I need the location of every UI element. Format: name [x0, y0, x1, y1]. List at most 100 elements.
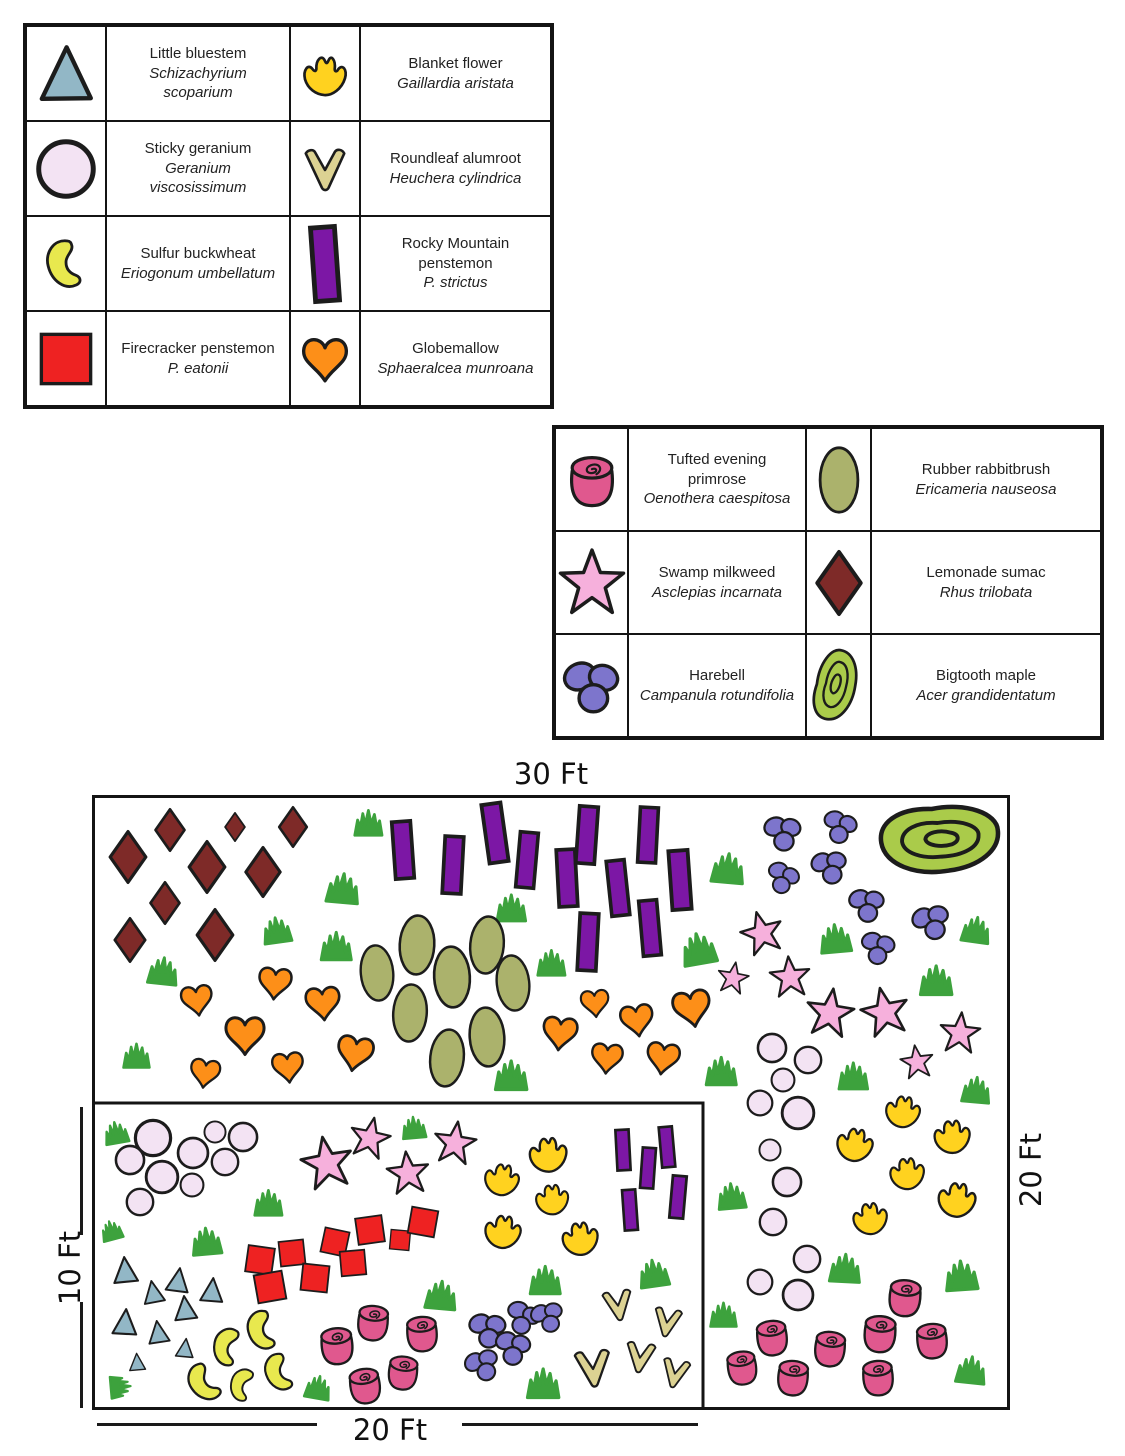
chevron-icon	[290, 121, 360, 216]
circle-symbol	[227, 1121, 259, 1153]
plant-common-name: Little bluestem	[149, 45, 247, 63]
plant-common-name: Firecracker penstemon	[121, 340, 275, 357]
dimension-label-bottom: 20 Ft	[352, 1413, 428, 1447]
plant-common-name: Swamp milkweed	[658, 564, 776, 581]
plant-common-name: Lemonade sumac	[926, 564, 1046, 581]
rose-symbol	[754, 1318, 790, 1358]
circle-symbol	[793, 1045, 823, 1075]
rect-icon	[290, 216, 360, 311]
rect-symbol	[638, 1146, 658, 1190]
rect-symbol	[614, 1128, 632, 1172]
garden-map	[92, 795, 1010, 1410]
plant-common-name: Rubber rabbitbrush	[921, 461, 1051, 478]
rect-symbol	[575, 911, 601, 973]
plant-latin-name: Ericameria nauseosa	[915, 480, 1057, 498]
rect-symbol	[667, 1173, 689, 1221]
rect-symbol	[513, 829, 541, 891]
square-symbol	[244, 1244, 276, 1276]
dimension-line-bottom-left	[97, 1423, 317, 1426]
plant-latin-name: Asclepias incarnata	[651, 583, 783, 601]
square-symbol	[338, 1248, 368, 1278]
rect-symbol	[620, 1188, 640, 1232]
legend-text-cell: Rocky Mountain penstemon P. strictus	[360, 216, 551, 311]
plant-common-name: Roundleaf alumroot	[390, 150, 521, 167]
rose-symbol	[886, 1277, 923, 1319]
rect-symbol	[657, 1124, 677, 1170]
plant-common-name: Rocky Mountain penstemon	[401, 235, 510, 272]
dimension-line-bottom-right	[462, 1423, 698, 1426]
ellipse-icon	[806, 428, 871, 531]
dimension-line-left-upper	[80, 1107, 83, 1235]
crescent-icon	[26, 216, 106, 311]
circle-symbol	[771, 1166, 803, 1198]
maple-icon	[806, 634, 871, 737]
circle-symbol	[780, 1095, 816, 1131]
crown-icon	[290, 26, 360, 121]
circle-symbol	[210, 1147, 240, 1177]
circle-symbol	[114, 1144, 146, 1176]
plant-latin-name: Heuchera cylindrica	[389, 169, 522, 187]
plant-latin-name: Geranium viscosissimum	[149, 159, 247, 197]
dimension-label-left: 10 Ft	[53, 1230, 87, 1306]
rect-symbol	[666, 848, 694, 912]
circle-symbol	[125, 1187, 155, 1217]
rect-symbol	[440, 834, 466, 896]
rose-symbol	[862, 1313, 898, 1355]
circle-icon	[26, 121, 106, 216]
rose-symbol	[355, 1303, 391, 1343]
plant-common-name: Globemallow	[412, 340, 499, 357]
legend-row: Firecracker penstemon P. eatonii Globemall…	[26, 311, 551, 406]
plant-latin-name: Gaillardia aristata	[397, 74, 514, 92]
plant-latin-name: Campanula rotundifolia	[639, 686, 795, 704]
circle-symbol	[781, 1278, 815, 1312]
rose-icon	[555, 428, 628, 531]
triangle-icon	[26, 26, 106, 121]
plant-latin-name: Eriogonum umbellatum	[120, 264, 276, 282]
rect-symbol	[604, 857, 632, 919]
circle-symbol	[144, 1159, 180, 1195]
harebell-icon	[555, 634, 628, 737]
rect-symbol	[573, 804, 601, 866]
plant-common-name: Harebell	[689, 667, 745, 684]
square-icon	[26, 311, 106, 406]
plant-common-name: Sulfur buckwheat	[140, 245, 256, 262]
rose-symbol	[861, 1358, 896, 1398]
dimension-line-left-lower	[80, 1302, 83, 1408]
circle-symbol	[756, 1032, 788, 1064]
star-icon	[555, 531, 628, 634]
square-symbol	[252, 1269, 288, 1305]
square-symbol	[299, 1262, 331, 1294]
circle-symbol	[770, 1067, 796, 1093]
plant-latin-name: P. eatonii	[167, 359, 229, 377]
circle-symbol	[746, 1268, 774, 1296]
plant-latin-name: P. strictus	[423, 274, 488, 292]
circle-symbol	[758, 1207, 788, 1237]
square-symbol	[406, 1205, 440, 1239]
circle-symbol	[176, 1136, 210, 1170]
rose-symbol	[914, 1321, 950, 1361]
rose-symbol	[319, 1325, 356, 1367]
plant-latin-name: Acer grandidentatum	[916, 686, 1056, 704]
dimension-label-right: 20 Ft	[1014, 1132, 1048, 1208]
square-symbol	[354, 1214, 386, 1246]
plant-common-name: Blanket flower	[408, 55, 503, 72]
rect-symbol	[636, 897, 664, 959]
circle-symbol	[746, 1089, 774, 1117]
rose-symbol	[405, 1314, 440, 1354]
plant-common-name: Tufted evening primrose	[667, 451, 767, 488]
rect-symbol	[635, 805, 661, 865]
heart-icon	[290, 311, 360, 406]
plant-latin-name: Sphaeralcea munroana	[377, 359, 534, 377]
